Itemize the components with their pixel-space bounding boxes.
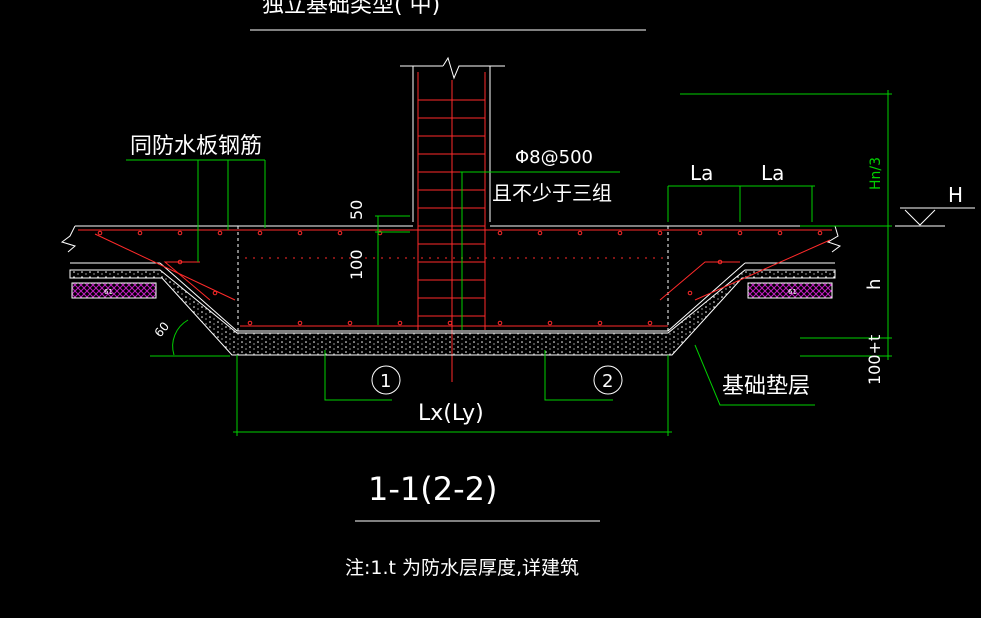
rebar-dot <box>617 230 623 236</box>
drawing-title: 独立基础类型( 中) <box>262 0 440 18</box>
section-marker-2 <box>593 365 623 395</box>
span-label: Lx(Ly) <box>418 401 484 426</box>
column <box>400 56 505 382</box>
hn3-label: Hn/3 <box>868 157 884 190</box>
dim-50: 50 <box>347 200 366 220</box>
dim-100-left: 100 <box>347 249 366 280</box>
rebar-dot <box>397 320 403 326</box>
rebar-dot <box>212 290 218 296</box>
rebar-dot <box>447 320 453 326</box>
section-title: 1-1(2-2) <box>368 470 498 508</box>
stirrup-spec: Φ8@500 <box>515 147 593 168</box>
slope-angle: 60 <box>152 319 173 340</box>
rebar-dot <box>697 230 703 236</box>
h-depth-label: h <box>864 279 885 290</box>
la-label-2: La <box>761 161 784 185</box>
foundation-outline <box>60 225 842 332</box>
rebar-dot <box>737 230 743 236</box>
la-label-1: La <box>690 161 713 185</box>
hatch-tag-left: 61 <box>104 288 113 296</box>
cushion-label: 基础垫层 <box>722 374 810 399</box>
marker-1-text: 1 <box>380 371 391 392</box>
rebar-dot <box>687 290 693 296</box>
rebar-dot <box>497 320 503 326</box>
dim-100-right: 100+t <box>865 335 884 385</box>
rebar-dot <box>577 230 583 236</box>
rebar-dot <box>257 230 263 236</box>
dimensions <box>126 90 892 436</box>
same-waterproof-label: 同防水板钢筋 <box>130 134 262 159</box>
rebar-dot <box>297 320 303 326</box>
rebar-dot <box>137 230 143 236</box>
level-h-label: H <box>948 183 963 207</box>
rebar-dot <box>777 230 783 236</box>
marker-2-text: 2 <box>602 371 613 392</box>
rebar-dot <box>717 259 723 265</box>
rebar-dot <box>177 259 183 265</box>
footnote: 注:1.t 为防水层厚度,详建筑 <box>345 557 579 579</box>
rebar-dot <box>657 230 663 236</box>
rebar-dot <box>497 230 503 236</box>
rebar-dots <box>97 230 823 326</box>
waterproof-blocks: 61 61 <box>71 282 833 299</box>
section-marker-1 <box>371 365 401 395</box>
rebar <box>78 229 832 327</box>
rebar-dot <box>217 230 223 236</box>
rebar-dot <box>347 320 353 326</box>
rebar-dot <box>177 230 183 236</box>
rebar-dot <box>247 320 253 326</box>
rebar-dot <box>537 230 543 236</box>
rebar-dot <box>597 320 603 326</box>
rebar-dot <box>297 230 303 236</box>
rebar-dot <box>97 230 103 236</box>
rebar-dot <box>647 320 653 326</box>
rebar-dot <box>547 320 553 326</box>
cushion-layer <box>69 269 836 356</box>
rebar-dot <box>337 230 343 236</box>
rebar-dot <box>817 230 823 236</box>
hatch-tag-right: 61 <box>788 288 797 296</box>
stirrup-note: 且不少于三组 <box>492 181 612 205</box>
level-symbol <box>895 207 975 227</box>
